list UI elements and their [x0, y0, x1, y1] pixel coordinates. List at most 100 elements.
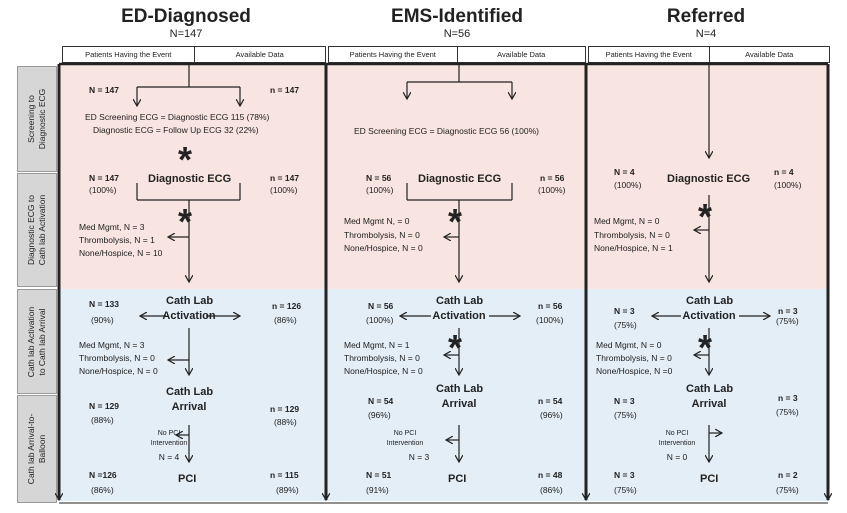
ems-arr-right: n = 54: [538, 396, 563, 406]
ed-ex2-c: None/Hospice, N = 0: [79, 366, 158, 376]
ed-pci-right: n = 115: [270, 470, 299, 480]
ems-act-label1: Cath Lab: [436, 295, 484, 307]
col-n-referred: N=4: [695, 28, 717, 40]
ref-act-label2: Activation: [682, 310, 736, 322]
zone-screening-diagnostic: [60, 63, 827, 289]
ems-diag-right-pct: (100%): [538, 185, 566, 195]
ems-act-label2: Activation: [432, 310, 486, 322]
col-n-ems: N=56: [443, 28, 471, 40]
ref-act-left-pct: (75%): [614, 320, 637, 330]
ref-diag-left: N = 4: [614, 167, 635, 177]
ems-ex1-b: Thrombolysis, N = 0: [344, 230, 420, 240]
ref-nopci1: No PCI: [665, 430, 689, 437]
ref-ex2-c: None/Hospice, N =0: [596, 366, 673, 376]
row-label-activation-to-arrival: Cath lab Activation to Cath lab Arrival: [17, 289, 57, 394]
ems-pci-right-pct: (86%): [540, 485, 563, 495]
ed-ex2-b: Thrombolysis, N = 0: [79, 353, 155, 363]
ed-diag-right-pct: (100%): [270, 185, 298, 195]
ems-diag-right: n = 56: [540, 173, 565, 183]
row-label-diag-to-activation: Diagnostic ECG to Cath lab Activation: [17, 173, 57, 287]
ed-screen-right: n = 147: [270, 85, 300, 95]
row-label-arrival-to-balloon: Cath lab Arrival-to- Balloon: [17, 395, 57, 503]
ref-ex2-a: Med Mgmt, N = 0: [596, 340, 662, 350]
ed-screen-left: N = 147: [89, 85, 120, 95]
ref-ex1-a: Med Mgmt, N = 0: [594, 216, 660, 226]
zone-activation-balloon: [60, 289, 827, 501]
ref-star-2: *: [698, 327, 713, 368]
ref-diag-right-pct: (100%): [774, 180, 802, 190]
ref-pci-label: PCI: [700, 473, 719, 485]
ref-ex1-b: Thrombolysis, N = 0: [594, 230, 670, 240]
ref-act-right: n = 3: [778, 306, 798, 316]
ed-arr-left-pct: (88%): [91, 415, 114, 425]
row-label-screening: Screening to Diagnostic ECG: [17, 66, 57, 172]
ref-pci-left-pct: (75%): [614, 485, 637, 495]
ems-arr-label2: Arrival: [441, 398, 477, 410]
ref-ex1-c: None/Hospice, N = 1: [594, 243, 673, 253]
ref-arr-label1: Cath Lab: [686, 383, 734, 395]
ed-diag-left-pct: (100%): [89, 185, 117, 195]
header-box-ems: Patients Having the Event Available Data: [328, 46, 586, 63]
ems-arr-right-pct: (96%): [540, 410, 563, 420]
ref-star-1: *: [698, 196, 713, 237]
header-available-data: Available Data: [497, 50, 546, 59]
ed-star-2: *: [178, 201, 193, 242]
ems-ex1-a: Med Mgmt N, = 0: [344, 216, 410, 226]
ed-nopci1: No PCI: [157, 430, 181, 437]
ed-act-right-pct: (86%): [274, 315, 297, 325]
ref-pci-right-pct: (75%): [776, 485, 799, 495]
ed-act-left-pct: (90%): [91, 315, 114, 325]
ems-nopci2: Intervention: [386, 440, 424, 447]
ed-pci-right-pct: (89%): [276, 485, 299, 495]
ref-diag-label: Diagnostic ECG: [667, 173, 751, 185]
ref-arr-left-pct: (75%): [614, 410, 637, 420]
ref-act-left: N = 3: [614, 306, 635, 316]
header-patients-event: Patients Having the Event: [329, 47, 458, 62]
ed-diag-label: Diagnostic ECG: [148, 173, 232, 185]
ems-star-1: *: [448, 201, 463, 242]
ems-diag-label: Diagnostic ECG: [418, 173, 502, 185]
ed-act-label2: Activation: [162, 310, 216, 322]
ref-pci-right: n = 2: [778, 470, 798, 480]
ed-pci-label: PCI: [178, 473, 197, 485]
ems-pci-left-pct: (91%): [366, 485, 389, 495]
ref-pci-left: N = 3: [614, 470, 635, 480]
ed-arr-left: N = 129: [89, 401, 120, 411]
header-patients-event: Patients Having the Event: [63, 47, 195, 62]
ed-pci-left: N =126: [89, 470, 117, 480]
ed-ex1-b: Thrombolysis, N = 1: [79, 235, 155, 245]
ems-nopci1: No PCI: [393, 430, 417, 437]
ref-arr-left: N = 3: [614, 396, 635, 406]
ed-ex1-a: Med Mgmt, N = 3: [79, 222, 145, 232]
ems-arr-label1: Cath Lab: [436, 383, 484, 395]
ems-ex1-c: None/Hospice, N = 0: [344, 243, 423, 253]
ed-arr-label2: Arrival: [171, 401, 207, 413]
ems-arr-left-pct: (96%): [368, 410, 391, 420]
ed-arr-right: n = 129: [270, 404, 300, 414]
ems-nopci3: N = 3: [408, 452, 430, 462]
ed-diag-left: N = 147: [89, 173, 120, 183]
ref-act-label1: Cath Lab: [686, 295, 734, 307]
col-title-ems: EMS-Identified: [391, 6, 523, 27]
ref-diag-right: n = 4: [774, 167, 794, 177]
ed-screen-text1: ED Screening ECG = Diagnostic ECG 115 (7…: [85, 112, 270, 122]
col-n-ed: N=147: [169, 28, 203, 40]
ref-arr-label2: Arrival: [691, 398, 727, 410]
ref-nopci2: Intervention: [658, 440, 696, 447]
header-box-ed: Patients Having the Event Available Data: [62, 46, 326, 63]
ed-diag-right: n = 147: [270, 173, 300, 183]
ems-diag-left-pct: (100%): [366, 185, 394, 195]
ed-arr-right-pct: (88%): [274, 417, 297, 427]
ems-arr-left: N = 54: [368, 396, 394, 406]
ed-nopci2: Intervention: [150, 440, 188, 447]
ed-act-label1: Cath Lab: [166, 295, 214, 307]
ems-ex2-b: Thrombolysis, N = 0: [344, 353, 420, 363]
ref-act-right-pct: (75%): [776, 316, 799, 326]
ed-arr-label1: Cath Lab: [166, 386, 214, 398]
ems-act-right: n = 56: [538, 301, 563, 311]
ed-pci-left-pct: (86%): [91, 485, 114, 495]
header-available-data: Available Data: [745, 50, 794, 59]
ref-ex2-b: Thrombolysis, N = 0: [596, 353, 672, 363]
ref-nopci3: N = 0: [666, 452, 688, 462]
